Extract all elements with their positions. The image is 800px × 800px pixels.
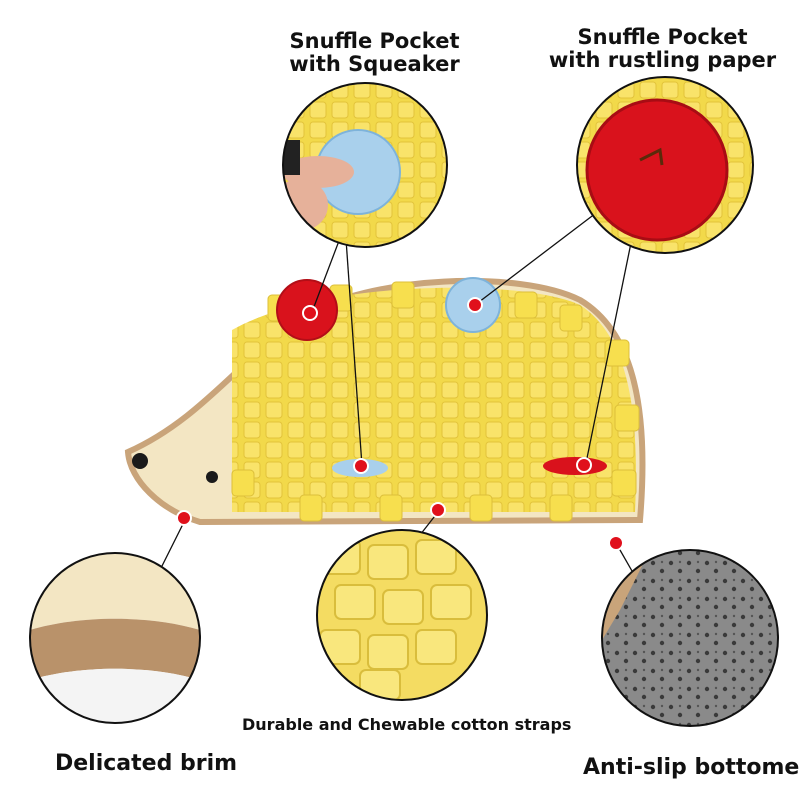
marker-dot [430, 502, 446, 518]
rustling-label-line1: Snuffle Pocket [577, 25, 748, 49]
marker-dot [353, 458, 369, 474]
rustling-pocket-label: Snuffle Pocket with rustling paper [545, 25, 780, 73]
zoom-antislip [601, 549, 779, 727]
callout-markers [176, 297, 624, 551]
hedgehog-eye [206, 471, 218, 483]
squeaker-label-line1: Snuffle Pocket [289, 29, 460, 53]
red-hidden-pocket [543, 457, 607, 475]
marker-dot [467, 297, 483, 313]
marker-dot [576, 457, 592, 473]
zoom-straps [316, 529, 488, 701]
hedgehog-nose [132, 453, 148, 469]
marker-dot [608, 535, 624, 551]
antislip-label: Anti-slip bottome [583, 755, 800, 780]
rustling-label-line2: with rustling paper [548, 48, 777, 73]
straps-label: Durable and Chewable cotton straps [242, 715, 572, 734]
hedgehog-mat [124, 277, 646, 526]
zoom-brim [29, 552, 201, 724]
zoom-squeaker-pocket [282, 82, 448, 248]
marker-dot [302, 305, 318, 321]
brim-label: Delicated brim [55, 751, 238, 776]
squeaker-pocket-label: Snuffle Pocket with Squeaker [262, 29, 487, 77]
zoom-rustling-pocket [576, 76, 754, 254]
squeaker-label-line2: with Squeaker [289, 52, 460, 77]
marker-dot [176, 510, 192, 526]
